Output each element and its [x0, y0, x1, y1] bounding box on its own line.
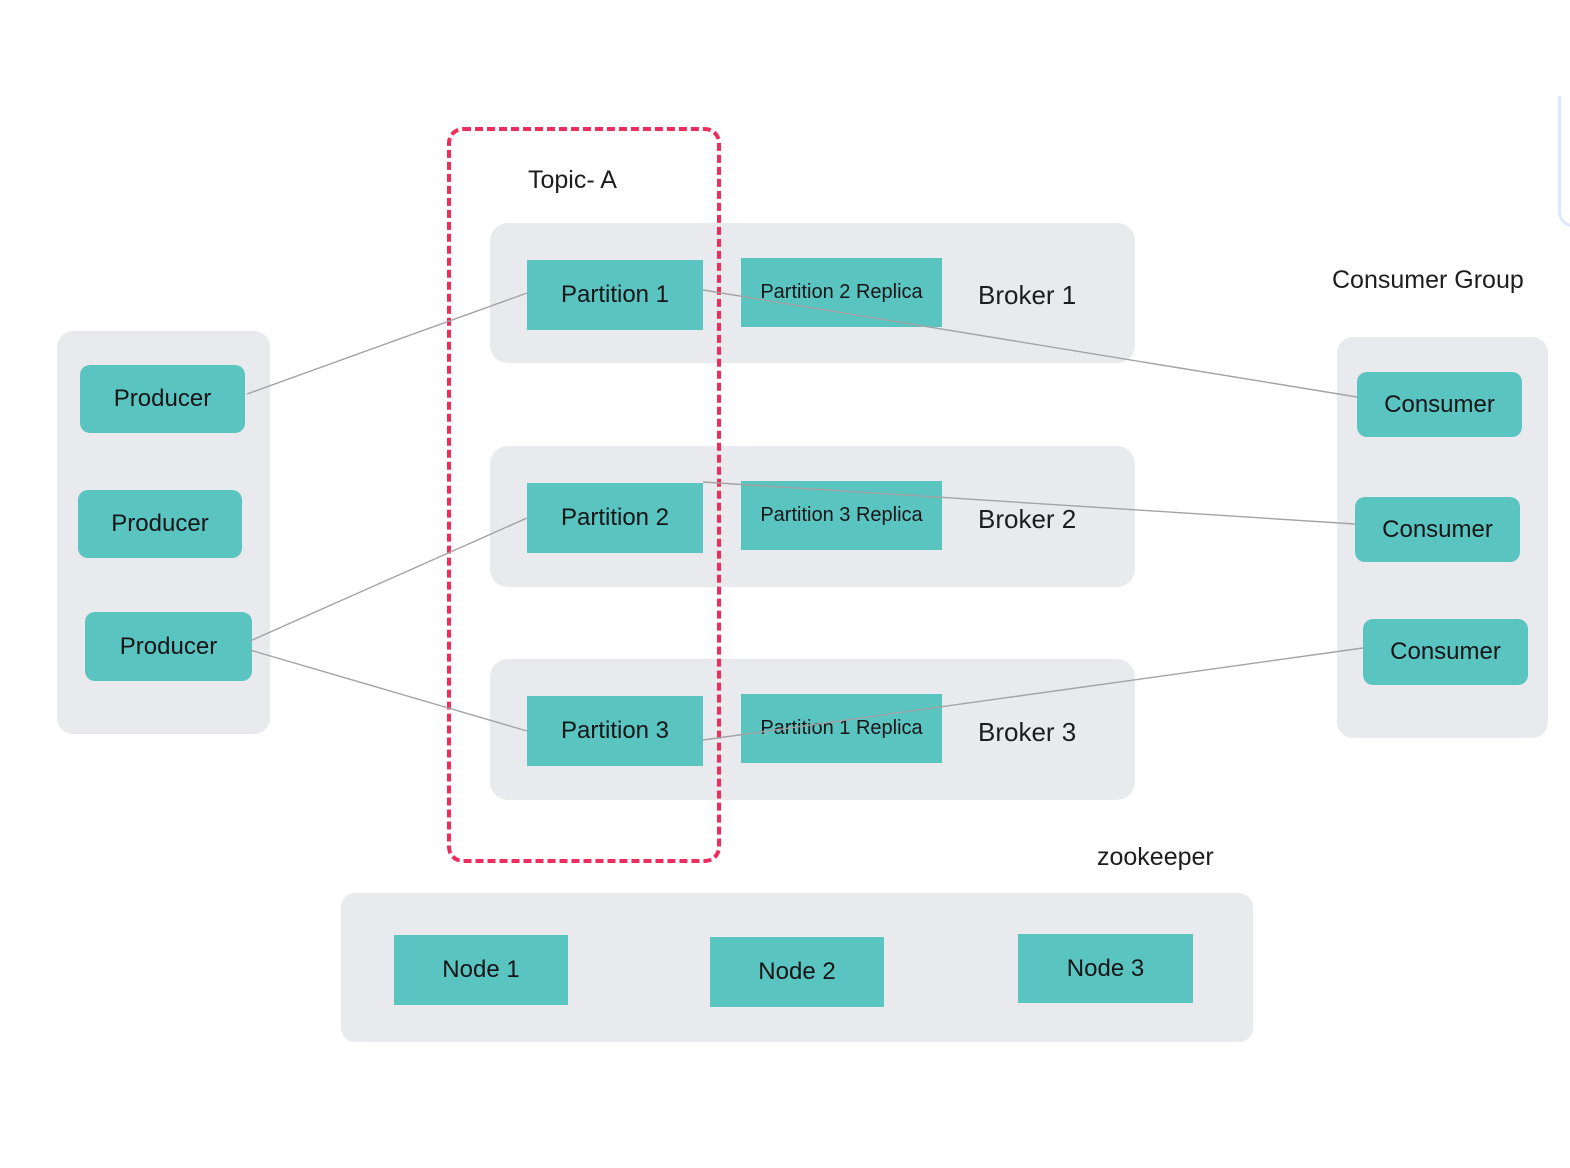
partition-label: Partition 3 — [560, 717, 670, 745]
topic-a-label: Topic- A — [528, 166, 617, 194]
partition-label: Partition 2 — [560, 504, 670, 532]
partition-3-box: Partition 3 — [527, 696, 703, 766]
partition-1-box: Partition 1 — [527, 260, 703, 330]
replica-label: Partition 2 Replica — [760, 281, 923, 303]
producer-label: Producer — [119, 632, 218, 660]
consumer-label: Consumer — [1390, 638, 1501, 666]
producer-label: Producer — [113, 385, 212, 413]
consumer-label: Consumer — [1382, 515, 1493, 543]
broker-3-label: Broker 3 — [978, 717, 1077, 747]
replica-label: Partition 3 Replica — [760, 504, 923, 526]
window-edge-artifact — [1558, 96, 1570, 227]
consumer-group-panel: Consumer Consumer Consumer — [1337, 337, 1548, 738]
partition-2-box: Partition 2 — [527, 483, 703, 553]
producer-box-1: Producer — [80, 365, 245, 433]
node-label: Node 2 — [758, 958, 836, 986]
node-label: Node 3 — [1066, 954, 1145, 982]
partition-1-replica-box: Partition 1 Replica — [741, 694, 942, 763]
producer-box-3: Producer — [85, 612, 252, 681]
producers-panel: Producer Producer Producer — [57, 331, 270, 734]
node-3-box: Node 3 — [1018, 934, 1193, 1003]
consumer-label: Consumer — [1384, 390, 1495, 418]
node-2-box: Node 2 — [710, 937, 884, 1007]
producer-box-2: Producer — [78, 490, 242, 558]
partition-label: Partition 1 — [560, 281, 670, 309]
partition-3-replica-box: Partition 3 Replica — [741, 481, 942, 550]
zookeeper-panel: Node 1 Node 2 Node 3 — [341, 893, 1253, 1042]
topic-a-dashed-region — [447, 127, 721, 863]
consumer-box-3: Consumer — [1363, 619, 1528, 685]
node-label: Node 1 — [442, 956, 520, 984]
partition-2-replica-box: Partition 2 Replica — [741, 258, 942, 327]
consumer-box-2: Consumer — [1355, 497, 1520, 562]
zookeeper-label: zookeeper — [1097, 843, 1214, 871]
replica-label: Partition 1 Replica — [760, 717, 923, 739]
consumer-group-label: Consumer Group — [1332, 266, 1524, 294]
producer-label: Producer — [111, 510, 209, 538]
broker-1-label: Broker 1 — [978, 280, 1077, 310]
broker-2-label: Broker 2 — [978, 504, 1077, 534]
consumer-box-1: Consumer — [1357, 372, 1522, 437]
node-1-box: Node 1 — [394, 935, 568, 1005]
